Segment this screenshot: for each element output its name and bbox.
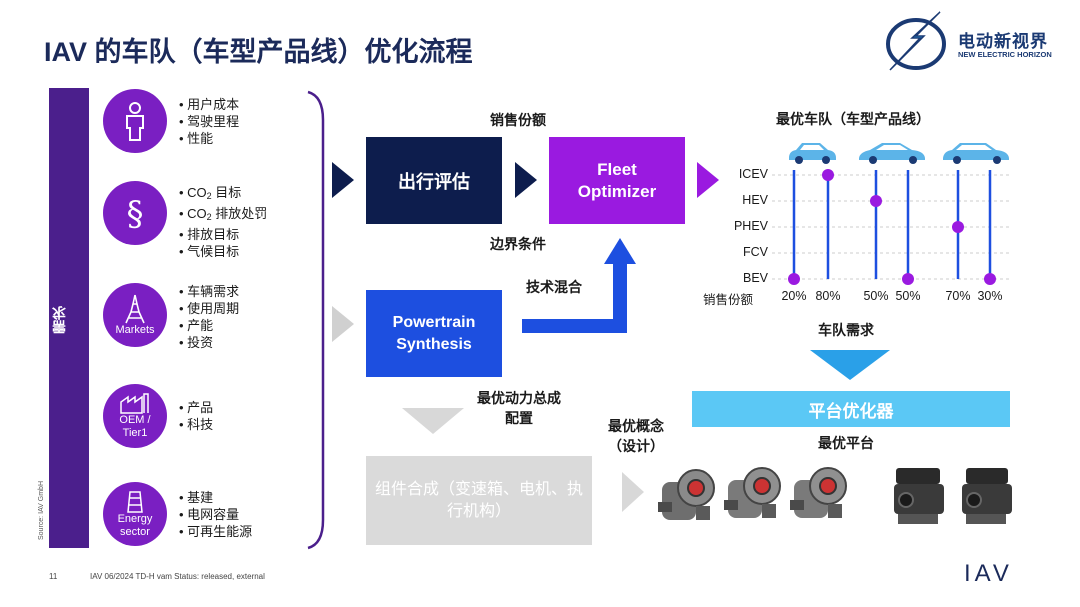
- optimal-concept-label: 最优概念（设计）: [608, 418, 664, 454]
- down-arrow-icon: [402, 408, 464, 434]
- x-tick-label: 70%: [945, 289, 971, 303]
- y-tick-label: PHEV: [733, 219, 768, 233]
- data-point: [788, 273, 800, 285]
- user-circle: [103, 89, 167, 153]
- chevron-arrow-icon: [622, 472, 644, 512]
- sales-share-label: 销售份额: [490, 112, 546, 128]
- logo-bolt-icon: [886, 11, 946, 71]
- bullet-item: • 可再生能源: [179, 524, 253, 539]
- platform-optimizer-box: 平台优化器: [692, 391, 1010, 427]
- demand-label: 需求: [51, 306, 67, 334]
- x-tick-label: 30%: [977, 289, 1003, 303]
- data-point: [902, 273, 914, 285]
- markets-caption: Markets: [115, 323, 155, 336]
- source-note: Source: IAV GmbH: [38, 480, 45, 540]
- iav-brand: IAV: [964, 560, 1013, 587]
- regulation-circle: §: [103, 181, 167, 245]
- x-tick-label: 50%: [863, 289, 889, 303]
- person-icon: [126, 102, 144, 141]
- fleet-demand-label: 车队需求: [818, 322, 874, 338]
- bullet-item: • 用户成本: [179, 97, 240, 112]
- chart-title: 最优车队（车型产品线）: [776, 111, 930, 127]
- engine-block-image: [962, 468, 1012, 524]
- data-point: [822, 169, 834, 181]
- logo-text: 电动新视界: [958, 32, 1048, 51]
- bullet-item: • 基建: [179, 490, 214, 505]
- factory-icon: [120, 393, 149, 414]
- demand-bracket: [307, 90, 325, 550]
- demand-bar: [49, 88, 89, 548]
- power-plant-icon: [127, 491, 143, 513]
- bullet-item: • 产品: [179, 400, 214, 415]
- chevron-arrow-icon: [332, 306, 354, 342]
- bullet-item: • 科技: [179, 417, 214, 432]
- optimal-platform-label: 最优平台: [818, 435, 874, 451]
- page-title: IAV 的车队（车型产品线）优化流程: [44, 37, 473, 67]
- elbow-arrow-icon: [522, 238, 636, 333]
- paragraph-icon: §: [127, 194, 144, 233]
- markets-circle: Markets: [103, 283, 167, 347]
- bullet-item: • 性能: [179, 131, 214, 146]
- chevron-arrow-icon: [332, 162, 354, 198]
- bullet-item: • 车辆需求: [179, 284, 240, 299]
- eiffel-tower-icon: [125, 294, 145, 323]
- data-point: [870, 195, 882, 207]
- travel-assessment-box: 出行评估: [366, 137, 502, 224]
- chevron-arrow-icon: [515, 162, 537, 198]
- y-tick-label: HEV: [742, 193, 768, 207]
- oem-circle: OEM /Tier1: [103, 384, 167, 448]
- component-synthesis-box: 组件合成（变速箱、电机、执行机构）: [366, 456, 592, 545]
- chevron-arrow-icon: [697, 162, 719, 198]
- markets-bullets: • 车辆需求 • 使用周期 • 产能 • 投资: [179, 283, 239, 351]
- bullet-item: • 产能: [179, 318, 214, 333]
- user-bullets: • 用户成本 • 驾驶里程 • 性能: [179, 96, 239, 147]
- car-icon: [943, 143, 1009, 164]
- e-drive-unit-image: [790, 467, 847, 518]
- y-tick-label: FCV: [743, 245, 768, 259]
- oem-bullets: • 产品 • 科技: [179, 399, 213, 433]
- bullet-item: • 排放目标: [179, 227, 240, 242]
- down-arrow-icon: [810, 350, 890, 380]
- regulation-bullets: • CO2 目标 • CO2 排放处罚 • 排放目标 • 气候目标: [179, 184, 267, 260]
- bullet-item: • 电网容量: [179, 507, 240, 522]
- y-tick-label: BEV: [742, 271, 768, 285]
- e-drive-unit-image: [658, 469, 715, 520]
- bullet-item: • 气候目标: [179, 244, 240, 259]
- x-tick-label: 50%: [895, 289, 921, 303]
- engine-block-image: [894, 468, 944, 524]
- data-point: [984, 273, 996, 285]
- boundary-conditions-label: 边界条件: [490, 236, 546, 252]
- tech-mix-label: 技术混合: [526, 279, 582, 295]
- energy-bullets: • 基建 • 电网容量 • 可再生能源: [179, 489, 252, 540]
- fleet-chart: [772, 169, 1012, 285]
- svg-text:§: §: [127, 194, 144, 233]
- optimal-powertrain-label: 最优动力总成配置: [477, 390, 561, 426]
- oem-caption: OEM /Tier1: [119, 414, 151, 439]
- chart-gridlines: [772, 174, 1012, 280]
- page-number: 11: [49, 572, 58, 581]
- bullet-item: • CO2 排放处罚: [179, 206, 268, 222]
- bullet-item: • CO2 目标: [179, 185, 242, 201]
- car-icon: [789, 143, 836, 164]
- footer-text: IAV 06/2024 TD-H vam Status: released, e…: [90, 572, 265, 581]
- x-tick-label: 20%: [781, 289, 807, 303]
- car-icon: [859, 143, 925, 164]
- x-tick-label: 80%: [815, 289, 841, 303]
- logo-subtext: NEW ELECTRIC HORIZON: [958, 50, 1052, 59]
- data-point: [952, 221, 964, 233]
- bullet-item: • 驾驶里程: [179, 114, 240, 129]
- x-axis-title: 销售份额: [703, 293, 754, 307]
- y-tick-label: ICEV: [738, 167, 768, 181]
- e-drive-unit-image: [724, 467, 781, 518]
- bullet-item: • 使用周期: [179, 301, 240, 316]
- bullet-item: • 投资: [179, 335, 214, 350]
